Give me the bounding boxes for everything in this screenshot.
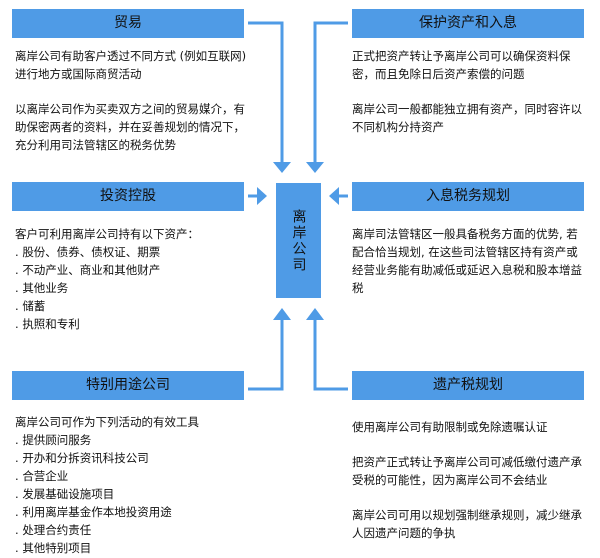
arrow-asset (313, 21, 348, 162)
income-tax-text: 离岸司法管辖区一般具备税务方面的优势, 若配合恰当规划, 在这些司法管辖区持有资… (352, 227, 582, 295)
estate-header: 遗产税规划 (352, 371, 584, 400)
arrow-special (248, 320, 284, 391)
special-text: 离岸公司可作为下列活动的有效工具 . 提供顾问服务 . 开办和分拆资讯科技公司 … (15, 415, 199, 555)
asset-text: 正式把资产转让予离岸公司可以确保资料保密，而且免除日后资产索偿的问题 离岸公司一… (352, 49, 582, 134)
holding-header: 投资控股 (12, 182, 244, 211)
arrow-estate (313, 320, 348, 391)
special-header: 特别用途公司 (12, 371, 244, 400)
center-node: 离岸公司 (276, 183, 321, 298)
arrow-trade (248, 21, 284, 162)
trade-text: 离岸公司有助客户透过不同方式 (例如互联网) 进行地方或国际商贸活动 以离岸公司… (15, 49, 247, 152)
holding-text: 客户可利用离岸公司持有以下资产： . 股份、债券、债权证、期票 . 不动产业、商… (15, 227, 199, 331)
estate-text: 使用离岸公司有助限制或免除遗嘱认证 把资产正式转让予离岸公司可减低缴付遗产承受税… (352, 420, 582, 540)
asset-header: 保护资产和入息 (352, 9, 584, 38)
income-tax-header: 入息税务规划 (352, 182, 584, 211)
trade-header: 贸易 (12, 9, 244, 38)
